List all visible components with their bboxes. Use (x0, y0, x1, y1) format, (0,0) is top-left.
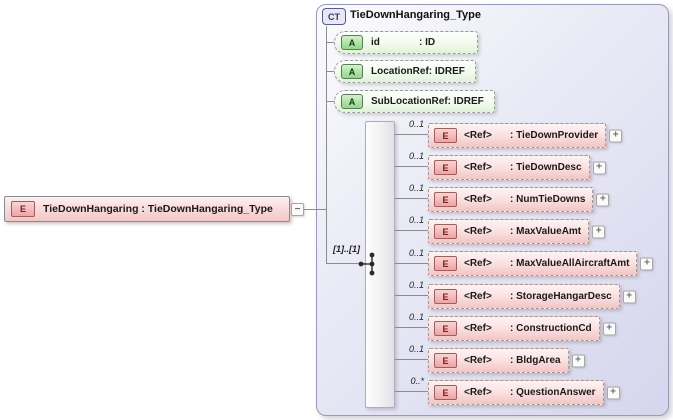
expand-button[interactable]: + (622, 290, 636, 303)
sequence-occurrence-label: [1]..[1] (333, 244, 360, 254)
element-type: : QuestionAnswer (510, 387, 596, 398)
element-icon: E (434, 321, 457, 336)
attribute-name: LocationRef (371, 66, 429, 77)
element-maxvalueallaircraftamt[interactable]: E <Ref> : MaxValueAllAircraftAmt + (428, 251, 654, 276)
element-icon: E (434, 224, 457, 239)
attribute-type: : IDREF (447, 96, 484, 107)
attr-branch-line (326, 71, 336, 72)
element-ref: <Ref> (464, 226, 492, 237)
connector-line (393, 327, 428, 328)
attribute-name: SubLocationRef (371, 96, 448, 107)
attribute-locationref[interactable]: A LocationRef : IDREF (334, 60, 476, 83)
element-ref: <Ref> (464, 194, 492, 205)
connector-line (393, 263, 428, 264)
element-icon: E (11, 201, 35, 217)
element-type: : TieDownProvider (510, 130, 599, 141)
attribute-type: : IDREF (428, 66, 465, 77)
expand-button[interactable]: + (640, 257, 654, 270)
occurrence-label: 0..1 (408, 280, 424, 290)
attribute-sublocationref[interactable]: A SubLocationRef : IDREF (334, 90, 495, 113)
attr-branch-line (326, 101, 336, 102)
complex-type-badge: CT (322, 8, 346, 25)
expand-button[interactable]: + (592, 225, 606, 238)
sequence-branch-line (326, 263, 366, 264)
element-ref: <Ref> (464, 258, 492, 269)
root-element-tiedownhangaring[interactable]: E TieDownHangaring : TieDownHangaring_Ty… (4, 196, 290, 222)
attribute-id[interactable]: A id : ID (334, 31, 478, 54)
element-icon: E (434, 289, 457, 304)
connector-line (393, 359, 428, 360)
attribute-icon: A (341, 35, 363, 50)
element-icon: E (434, 385, 457, 400)
element-tiedownprovider[interactable]: E <Ref> : TieDownProvider + (428, 123, 623, 148)
element-icon: E (434, 256, 457, 271)
occurrence-label: 0..1 (408, 344, 424, 354)
element-icon: E (434, 160, 457, 175)
connector-line (393, 198, 428, 199)
collapse-button[interactable]: − (291, 203, 304, 216)
expand-button[interactable]: + (606, 386, 620, 399)
occurrence-label: 0..1 (408, 248, 424, 258)
element-type: : ConstructionCd (510, 323, 592, 334)
occurrence-label: 0..1 (408, 215, 424, 225)
element-ref: <Ref> (464, 162, 492, 173)
connector-line (393, 166, 428, 167)
element-ref: <Ref> (464, 387, 492, 398)
element-constructioncd[interactable]: E <Ref> : ConstructionCd + (428, 316, 616, 341)
element-icon: E (434, 353, 457, 368)
occurrence-label: 0..1 (408, 119, 424, 129)
element-storagehangardesc[interactable]: E <Ref> : StorageHangarDesc + (428, 284, 636, 309)
element-ref: <Ref> (464, 323, 492, 334)
tree-trunk-line (326, 26, 327, 264)
expand-button[interactable]: + (602, 322, 616, 335)
attribute-type: : ID (419, 37, 436, 48)
expand-button[interactable]: + (596, 193, 610, 206)
occurrence-label: 0..1 (408, 183, 424, 193)
element-type: : TieDownDesc (510, 162, 582, 173)
element-tiedowndesc[interactable]: E <Ref> : TieDownDesc + (428, 155, 606, 180)
expand-button[interactable]: + (609, 129, 623, 142)
element-numtiedowns[interactable]: E <Ref> : NumTieDowns + (428, 187, 610, 212)
element-ref: <Ref> (464, 355, 492, 366)
element-icon: E (434, 128, 457, 143)
root-element-label: TieDownHangaring : TieDownHangaring_Type (43, 203, 273, 215)
connector-line (393, 391, 428, 392)
element-type: : MaxValueAmt (510, 226, 582, 237)
element-type: : BldgArea (510, 355, 561, 366)
element-type: : StorageHangarDesc (510, 291, 612, 302)
occurrence-label: 0..1 (408, 312, 424, 322)
element-ref: <Ref> (464, 291, 492, 302)
connector-line (393, 295, 428, 296)
sequence-icon (358, 252, 375, 276)
element-type: : NumTieDowns (510, 194, 586, 205)
attribute-icon: A (341, 64, 363, 79)
attribute-name: id (371, 37, 380, 48)
element-icon: E (434, 192, 457, 207)
occurrence-label: 0..* (410, 376, 424, 386)
connector-line (393, 230, 428, 231)
attribute-icon: A (341, 94, 363, 109)
occurrence-label: 0..1 (408, 151, 424, 161)
complex-type-title: TieDownHangaring_Type (350, 9, 482, 21)
element-bldgarea[interactable]: E <Ref> : BldgArea + (428, 348, 585, 373)
root-connector-line (304, 209, 326, 210)
connector-line (393, 134, 428, 135)
attr-branch-line (326, 42, 336, 43)
element-maxvalueamt[interactable]: E <Ref> : MaxValueAmt + (428, 219, 606, 244)
element-type: : MaxValueAllAircraftAmt (510, 258, 630, 269)
expand-button[interactable]: + (571, 354, 585, 367)
element-ref: <Ref> (464, 130, 492, 141)
expand-button[interactable]: + (592, 161, 606, 174)
element-questionanswer[interactable]: E <Ref> : QuestionAnswer + (428, 380, 620, 405)
